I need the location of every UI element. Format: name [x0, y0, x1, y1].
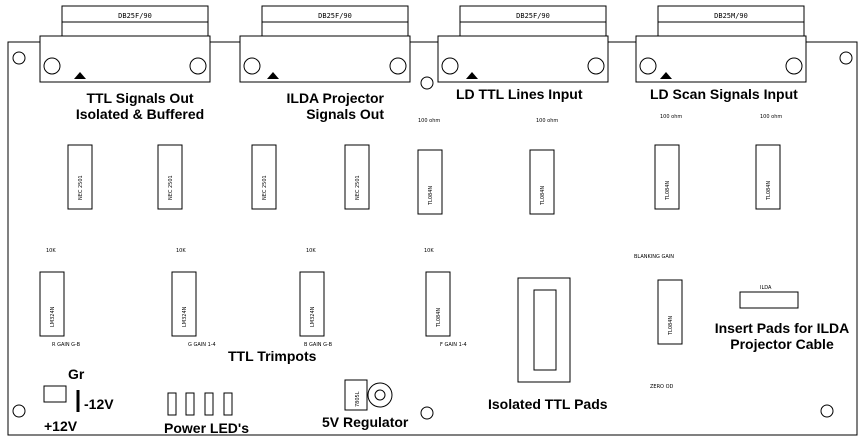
isolated-ttl-pad-block [517, 277, 571, 383]
svg-text:NEC 2501: NEC 2501 [262, 175, 268, 200]
svg-text:NEC 2501: NEC 2501 [355, 175, 361, 200]
connector-label: DB25M/90 [714, 12, 748, 20]
svg-text:TL084N: TL084N [436, 308, 442, 328]
opto-chip: NEC 2501 [251, 144, 277, 210]
connector-label: DB25F/90 [318, 12, 352, 20]
ilda-out-label-line2: Signals Out [306, 106, 384, 122]
op-amp-chip: TL084N [657, 279, 683, 345]
op-amp-chip: TL084N [417, 149, 443, 215]
ttl-out-label: TTL Signals Out Isolated & Buffered [70, 90, 210, 122]
svg-text:G GAIN 1-4: G GAIN 1-4 [188, 342, 216, 348]
insert-pads-label: Insert Pads for ILDA Projector Cable [710, 320, 854, 352]
power-connector [43, 385, 80, 412]
svg-text:100 ohm: 100 ohm [660, 114, 682, 120]
ttl-trimpots-label: TTL Trimpots [228, 348, 317, 364]
op-amp-chip: LM324N [299, 271, 325, 337]
connector-label: DB25F/90 [118, 12, 152, 20]
connector-ld-scan-in: DB25M/90 [635, 5, 807, 83]
isolated-ttl-pads-label: Isolated TTL Pads [488, 396, 608, 412]
ilda-out-label: ILDA Projector Signals Out [256, 90, 385, 122]
svg-text:TL084N: TL084N [428, 186, 434, 206]
insert-pads-label-line2: Projector Cable [730, 336, 834, 352]
svg-text:NEC 2501: NEC 2501 [78, 175, 84, 200]
svg-text:B GAIN G-B: B GAIN G-B [304, 342, 333, 348]
op-amp-chip: TL084N [654, 144, 680, 210]
svg-text:100 ohm: 100 ohm [418, 118, 440, 124]
minus-12v-label: -12V [84, 396, 114, 412]
op-amp-chip: TL084N [755, 144, 781, 210]
svg-text:TL084N: TL084N [668, 316, 674, 336]
opto-chip: NEC 2501 [344, 144, 370, 210]
svg-text:10K: 10K [424, 248, 434, 254]
plus-12v-label: +12V [44, 418, 78, 434]
op-amp-chip: LM324N [39, 271, 65, 337]
svg-text:ILDA: ILDA [760, 285, 772, 291]
svg-text:NEC 2501: NEC 2501 [168, 175, 174, 200]
op-amp-chip: TL084N [425, 271, 451, 337]
regulator-5v-label: 5V Regulator [322, 414, 409, 430]
svg-text:TL084N: TL084N [665, 181, 671, 201]
svg-text:10K: 10K [176, 248, 186, 254]
svg-text:7805L: 7805L [355, 391, 361, 407]
insert-pads-label-line1: Insert Pads for ILDA [714, 320, 850, 336]
svg-text:ZERO OD: ZERO OD [650, 384, 674, 390]
power-led-pads [167, 392, 233, 416]
regulator-5v: 7805L [344, 379, 393, 411]
connector-ld-ttl-in: DB25F/90 [437, 5, 609, 83]
ttl-out-label-line1: TTL Signals Out [86, 90, 194, 106]
ilda-out-label-line1: ILDA Projector [286, 90, 385, 106]
svg-text:LM324N: LM324N [310, 306, 316, 327]
ld-scan-in-label: LD Scan Signals Input [650, 86, 798, 102]
svg-text:F GAIN 1-4: F GAIN 1-4 [440, 342, 467, 348]
svg-text:10K: 10K [46, 248, 56, 254]
svg-text:R GAIN G-B: R GAIN G-B [52, 342, 81, 348]
svg-text:TL084N: TL084N [540, 186, 546, 206]
opto-chip: NEC 2501 [67, 144, 93, 210]
op-amp-chip: LM324N [171, 271, 197, 337]
ilda-cable-header: ILDA [739, 285, 799, 309]
gr-label: Gr [68, 366, 85, 382]
connector-ilda-out: DB25F/90 [239, 5, 411, 83]
mounting-holes [12, 51, 853, 420]
svg-text:10K: 10K [306, 248, 316, 254]
svg-text:TL084N: TL084N [766, 181, 772, 201]
opto-chip: NEC 2501 [157, 144, 183, 210]
svg-text:100 ohm: 100 ohm [760, 114, 782, 120]
connector-label: DB25F/90 [516, 12, 550, 20]
svg-text:LM324N: LM324N [182, 306, 188, 327]
op-amp-chip: TL084N [529, 149, 555, 215]
ttl-out-label-line2: Isolated & Buffered [75, 106, 205, 122]
power-leds-label: Power LED's [164, 420, 250, 436]
ld-ttl-in-label: LD TTL Lines Input [456, 86, 583, 102]
connector-ttl-out: DB25F/90 [39, 5, 211, 83]
svg-text:BLANKING GAIN: BLANKING GAIN [634, 254, 674, 260]
svg-text:LM324N: LM324N [50, 306, 56, 327]
svg-text:100 ohm: 100 ohm [536, 118, 558, 124]
